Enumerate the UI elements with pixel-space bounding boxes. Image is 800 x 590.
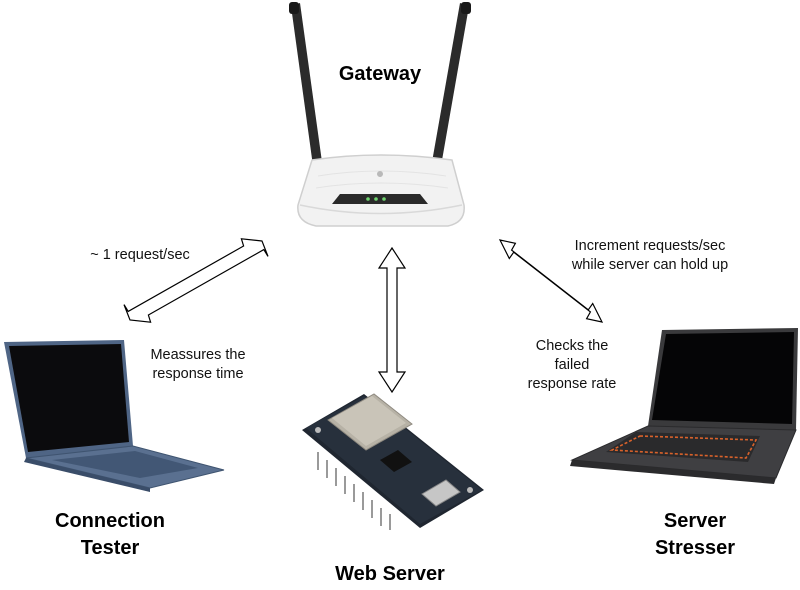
gateway-label: Gateway	[338, 63, 422, 85]
tester-note: Meassures the response time	[128, 346, 268, 384]
stresser-note-line3: response rate	[527, 376, 617, 392]
connection-tester-label: Connection Tester	[30, 508, 190, 562]
server-stresser-label-line1: Server	[663, 510, 727, 532]
arrow-tester-gateway	[123, 238, 269, 323]
stresser-note: Checks the failed response rate	[502, 337, 642, 394]
connection-tester-label-line2: Tester	[80, 537, 140, 559]
stresser-gateway-label-line2: while server can hold up	[571, 257, 729, 273]
router-icon	[289, 2, 471, 227]
tester-note-line1: Meassures the	[150, 347, 246, 363]
arrow-stresser-gateway	[498, 239, 604, 323]
server-stresser-label: Server Stresser	[615, 508, 775, 562]
web-server-label: Web Server	[335, 563, 445, 585]
stresser-note-line2: failed	[554, 357, 590, 373]
stresser-gateway-label: Increment requests/sec while server can …	[540, 237, 760, 275]
stresser-gateway-label-line1: Increment requests/sec	[574, 238, 726, 254]
microcontroller-board-icon	[302, 393, 484, 530]
stresser-note-line1: Checks the	[535, 338, 609, 354]
tester-note-line2: response time	[152, 366, 244, 382]
tester-gateway-rate-label: ~ 1 request/sec	[90, 247, 190, 263]
connection-tester-label-line1: Connection	[55, 510, 165, 532]
gaming-laptop-icon	[570, 328, 798, 484]
arrow-server-gateway	[377, 246, 407, 394]
server-stresser-label-line2: Stresser	[654, 537, 736, 559]
laptop-icon	[4, 340, 225, 492]
